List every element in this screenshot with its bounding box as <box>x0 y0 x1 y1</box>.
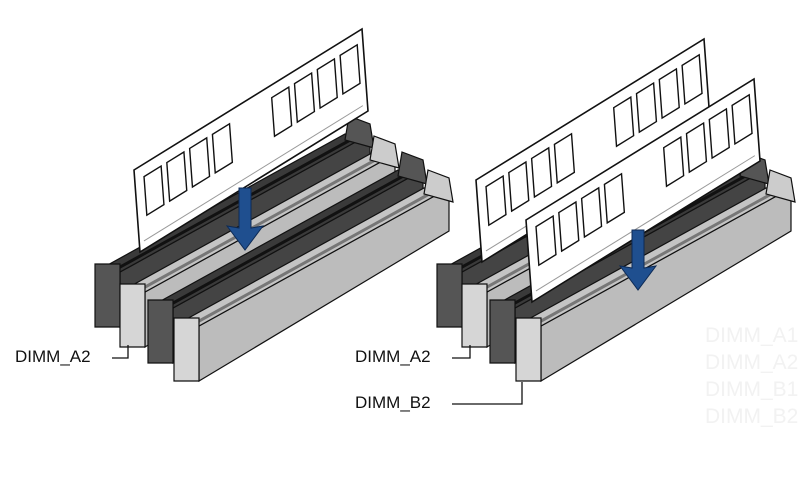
slot-latch <box>461 283 488 348</box>
slot-back-latch <box>423 169 454 203</box>
faint-label: DIMM_A2 <box>705 351 799 374</box>
memory-chip <box>731 93 753 146</box>
memory-chip <box>508 160 530 213</box>
insert-arrow-icon <box>618 229 658 291</box>
slot-latch <box>119 283 146 348</box>
memory-chip <box>143 164 165 217</box>
memory-chip <box>708 107 730 160</box>
memory-module <box>525 77 761 304</box>
faint-label: DIMM_B1 <box>705 378 799 401</box>
faint-label: DIMM_A1 <box>705 324 799 347</box>
memory-chip <box>612 95 635 148</box>
memory-chip <box>485 174 507 227</box>
slot-latch <box>94 263 121 328</box>
slot-groove <box>131 154 384 296</box>
memory-chip <box>535 214 557 267</box>
memory-chip <box>658 67 680 120</box>
memory-chip <box>166 150 188 203</box>
memory-chip <box>685 121 708 174</box>
slot-groove <box>185 188 438 330</box>
memory-chip <box>553 132 576 185</box>
slot-groove <box>159 170 412 312</box>
slot-back-latch <box>765 169 796 203</box>
memory-chip <box>270 85 293 138</box>
dimm-slot-light <box>173 169 454 383</box>
memory-chip <box>580 186 603 239</box>
leader-line-right-a2 <box>452 345 471 359</box>
slot-latch <box>489 299 516 364</box>
slot-latch <box>515 317 542 382</box>
dimm-slot-light <box>515 169 796 383</box>
leader-line-left-a2 <box>112 345 129 359</box>
memory-module <box>475 37 711 264</box>
memory-chip <box>188 136 211 189</box>
slot-latch <box>147 299 174 364</box>
memory-chip <box>635 81 658 134</box>
memory-chip <box>681 53 703 106</box>
slot-latch <box>436 263 463 328</box>
label-right-dimm-a2: DIMM_A2 <box>355 347 431 366</box>
memory-chip <box>211 122 234 175</box>
module-contacts <box>143 105 364 242</box>
memory-module <box>133 27 369 254</box>
memory-chip <box>339 43 361 96</box>
memory-chip <box>558 200 580 253</box>
slot-groove <box>106 134 359 276</box>
module-contacts <box>535 155 756 292</box>
slot-latch <box>173 317 200 382</box>
memory-chip <box>293 71 316 124</box>
memory-chip <box>316 57 338 110</box>
slot-groove <box>527 188 780 330</box>
label-right-dimm-b2: DIMM_B2 <box>355 393 431 412</box>
memory-chip <box>662 135 685 188</box>
faint-label: DIMM_B2 <box>705 405 799 428</box>
memory-chip <box>603 172 626 225</box>
memory-chip <box>530 146 553 199</box>
label-left-dimm-a2: DIMM_A2 <box>15 347 91 366</box>
insert-arrow-icon <box>225 187 265 251</box>
leader-line-right-b2 <box>452 382 523 405</box>
